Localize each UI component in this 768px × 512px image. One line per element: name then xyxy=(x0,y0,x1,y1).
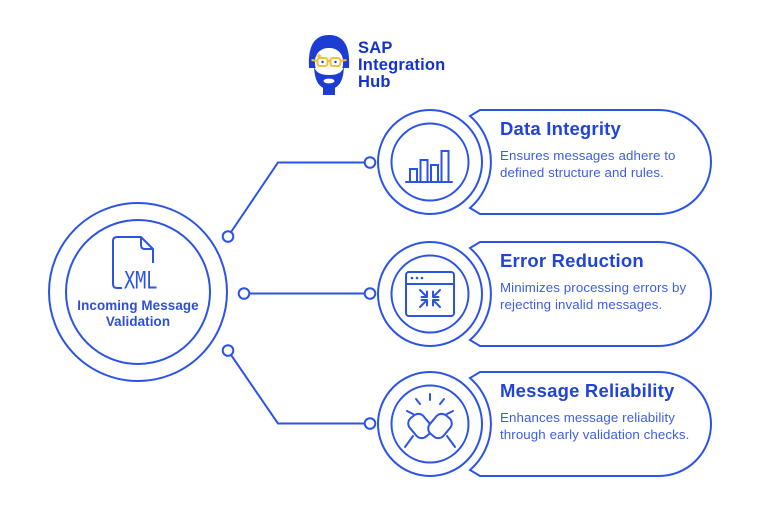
connector-dot xyxy=(363,156,377,169)
item-title: Message Reliability xyxy=(500,379,675,401)
fist-bump-icon xyxy=(404,392,456,448)
central-label-line: Validation xyxy=(105,313,171,329)
connector-dot xyxy=(221,344,235,357)
item-description: Minimizes processing errors by rejecting… xyxy=(500,279,687,313)
connector-dot xyxy=(221,230,235,243)
connector-dot xyxy=(363,287,377,300)
item-title: Data Integrity xyxy=(500,117,622,139)
connector-dot xyxy=(237,287,251,300)
central-node-label: Incoming Message Validation xyxy=(47,298,229,329)
item-pill-outline xyxy=(468,370,712,477)
feature-item-data-integrity: Data Integrity Ensures messages adhere t… xyxy=(372,104,718,220)
mascot-icon xyxy=(308,35,350,95)
item-pill-outline xyxy=(468,108,712,215)
item-pill-outline xyxy=(468,240,712,347)
item-description: Enhances message reliability through ear… xyxy=(500,409,690,443)
feature-item-error-reduction: Error Reduction Minimizes processing err… xyxy=(372,236,718,352)
central-node-incoming-message-validation: XML Incoming Message Validation xyxy=(47,201,229,383)
item-title: Error Reduction xyxy=(500,249,644,271)
compress-window-icon xyxy=(405,270,455,317)
brand-line: Hub xyxy=(358,73,391,91)
brand-line: SAP xyxy=(358,39,393,57)
brand-logo: SAP Integration Hub xyxy=(306,31,445,95)
xml-file-icon xyxy=(112,236,154,289)
bar-chart-icon xyxy=(405,149,453,183)
feature-item-message-reliability: Message Reliability Enhances message rel… xyxy=(372,366,718,482)
brand-name: SAP Integration Hub xyxy=(358,40,445,91)
connector-dot xyxy=(363,417,377,430)
item-description: Ensures messages adhere to defined struc… xyxy=(500,147,676,181)
central-label-line: Incoming Message xyxy=(77,298,199,313)
brand-line: Integration xyxy=(358,56,446,74)
xml-icon-label: XML xyxy=(124,267,157,295)
